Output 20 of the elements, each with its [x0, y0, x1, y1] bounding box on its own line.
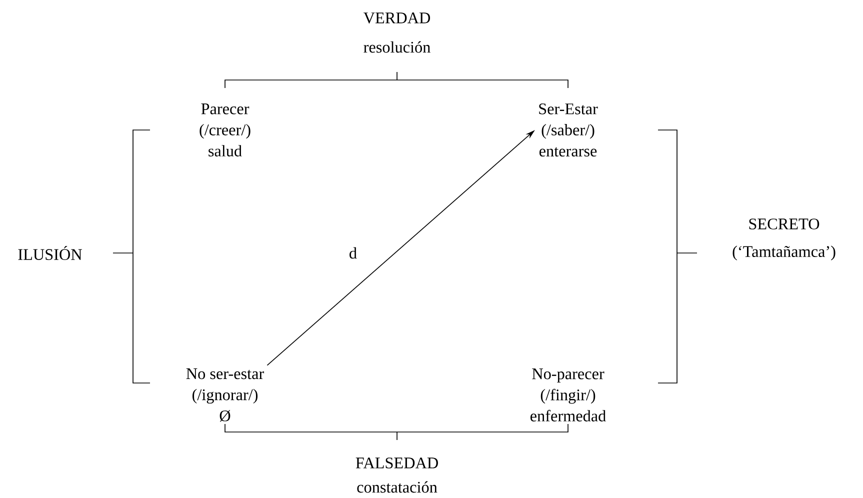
term-label: Ø — [220, 410, 230, 422]
term-label: salud — [208, 145, 242, 156]
term-label: Parecer — [201, 104, 250, 114]
edge-label: d — [350, 247, 357, 259]
term-label: Ser-Estar — [539, 103, 598, 114]
gloss-label: (‘Tamtañamca’) — [732, 246, 836, 260]
gloss-label: resolución — [364, 41, 430, 53]
term-label: enfermedad — [530, 410, 606, 422]
term-label: enterarse — [539, 147, 597, 156]
term-label: (/saber/) — [542, 124, 594, 139]
term-label: (/fingir/) — [540, 388, 596, 404]
category-label: FALSEDAD — [356, 458, 438, 468]
term-label: (/creer/) — [200, 124, 250, 139]
term-label: No ser-estar — [186, 368, 264, 380]
category-label: ILUSIÓN — [18, 246, 82, 260]
category-label: SECRETO — [749, 218, 820, 230]
term-label: No-parecer — [532, 368, 604, 383]
term-label: (/ignorar/) — [192, 388, 258, 404]
gloss-label: constatación — [357, 481, 438, 493]
category-label: VERDAD — [364, 12, 430, 24]
